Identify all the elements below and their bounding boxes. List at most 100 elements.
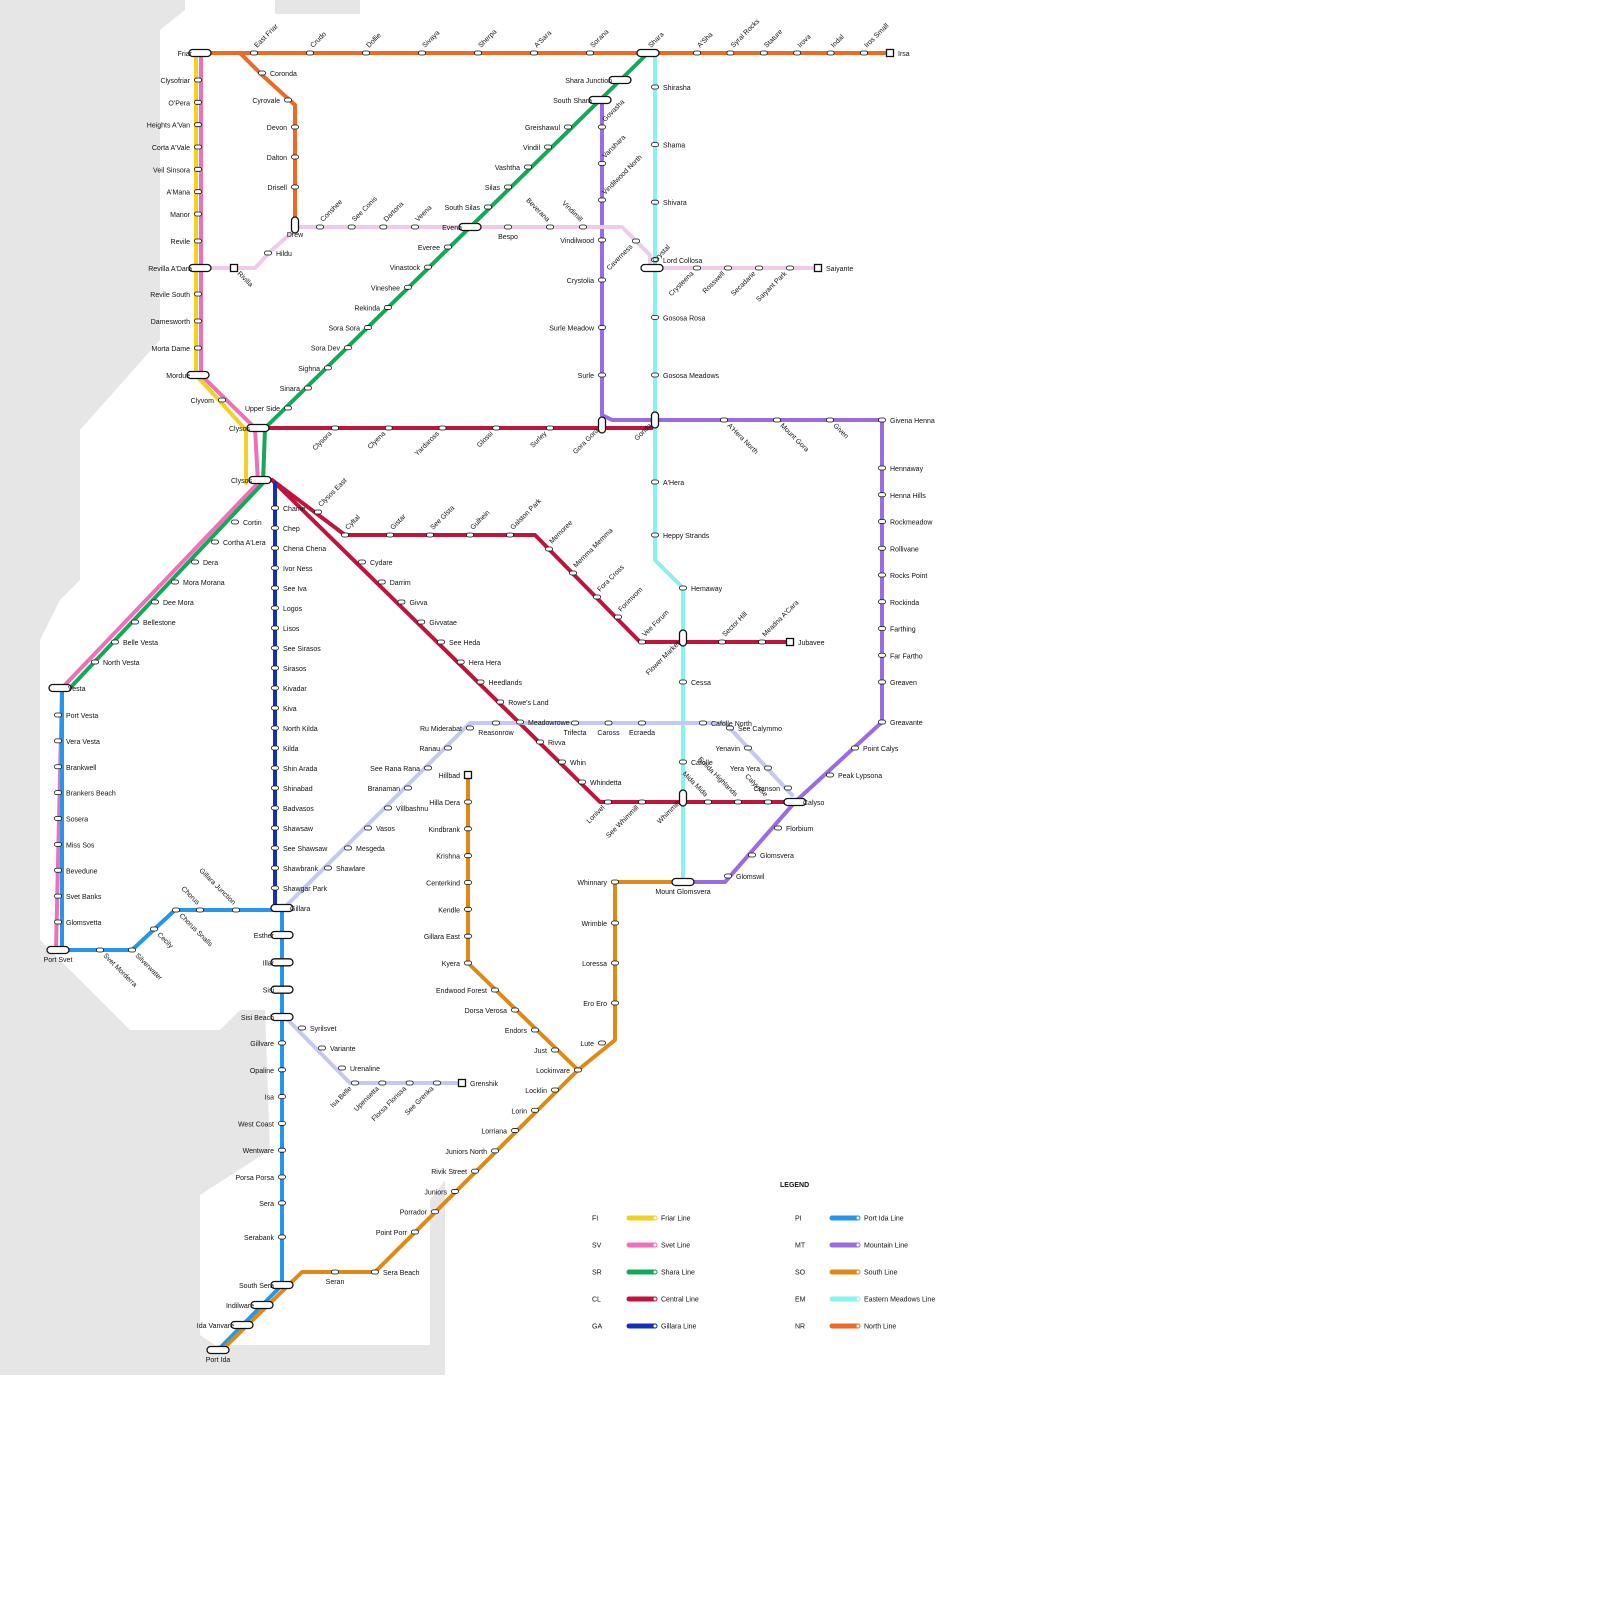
station-marker[interactable]: [426, 532, 434, 538]
interchange-marker[interactable]: [783, 797, 807, 807]
station-marker[interactable]: [344, 345, 352, 351]
interchange-marker[interactable]: [270, 930, 294, 940]
station-marker[interactable]: [466, 532, 474, 538]
station-marker[interactable]: [651, 199, 659, 205]
station-marker[interactable]: [417, 619, 426, 625]
station-marker[interactable]: [564, 124, 572, 130]
station-marker[interactable]: [598, 1040, 606, 1046]
station-marker[interactable]: [194, 99, 202, 105]
station-marker[interactable]: [271, 525, 279, 531]
station-marker[interactable]: [569, 570, 577, 576]
station-marker[interactable]: [651, 142, 659, 148]
station-marker[interactable]: [524, 164, 532, 170]
station-marker[interactable]: [651, 372, 659, 378]
station-marker[interactable]: [411, 1229, 419, 1235]
station-marker[interactable]: [271, 685, 279, 691]
interchange-marker[interactable]: [636, 48, 660, 58]
station-marker[interactable]: [379, 224, 388, 230]
station-marker[interactable]: [371, 1269, 379, 1275]
station-marker[interactable]: [726, 725, 734, 731]
station-marker[interactable]: [96, 947, 104, 953]
station-marker[interactable]: [793, 50, 802, 56]
interchange-marker[interactable]: [608, 75, 632, 85]
station-marker[interactable]: [496, 699, 505, 705]
station-marker[interactable]: [54, 893, 62, 899]
station-marker[interactable]: [598, 161, 606, 166]
station-marker[interactable]: [878, 626, 886, 631]
station-marker[interactable]: [679, 759, 687, 765]
station-marker[interactable]: [579, 224, 587, 230]
station-marker[interactable]: [759, 50, 768, 56]
station-marker[interactable]: [651, 257, 659, 263]
station-marker[interactable]: [464, 826, 472, 832]
station-marker[interactable]: [878, 492, 886, 498]
station-marker[interactable]: [611, 920, 619, 926]
station-marker[interactable]: [438, 425, 447, 431]
station-marker[interactable]: [464, 880, 472, 885]
station-marker[interactable]: [378, 1080, 387, 1086]
station-marker[interactable]: [271, 645, 279, 651]
station-marker[interactable]: [693, 50, 701, 56]
interchange-marker[interactable]: [246, 423, 270, 433]
station-marker[interactable]: [172, 907, 180, 913]
interchange-marker[interactable]: [597, 416, 607, 434]
station-marker[interactable]: [651, 84, 659, 90]
station-marker[interactable]: [54, 712, 62, 718]
station-marker[interactable]: [551, 1047, 559, 1053]
station-marker[interactable]: [851, 745, 859, 751]
station-marker[interactable]: [586, 50, 594, 56]
station-marker[interactable]: [693, 265, 701, 271]
station-marker[interactable]: [598, 325, 606, 330]
station-marker[interactable]: [784, 785, 792, 791]
station-marker[interactable]: [291, 154, 299, 160]
station-marker[interactable]: [386, 532, 394, 538]
station-marker[interactable]: [424, 264, 432, 270]
station-marker[interactable]: [860, 50, 868, 56]
station-marker[interactable]: [704, 799, 712, 805]
station-marker[interactable]: [271, 785, 279, 791]
station-marker[interactable]: [744, 745, 752, 751]
station-marker[interactable]: [54, 816, 62, 821]
station-marker[interactable]: [411, 224, 419, 230]
station-marker[interactable]: [598, 237, 606, 243]
station-marker[interactable]: [54, 867, 62, 873]
terminus-marker[interactable]: [229, 263, 239, 273]
station-marker[interactable]: [724, 265, 732, 271]
station-marker[interactable]: [558, 759, 566, 765]
station-marker[interactable]: [464, 853, 472, 859]
station-marker[interactable]: [531, 1107, 539, 1113]
station-marker[interactable]: [218, 397, 226, 403]
station-marker[interactable]: [734, 799, 742, 805]
station-marker[interactable]: [471, 1168, 479, 1174]
station-marker[interactable]: [878, 679, 886, 685]
station-marker[interactable]: [284, 97, 292, 103]
station-marker[interactable]: [291, 184, 299, 190]
station-marker[interactable]: [571, 720, 579, 726]
station-marker[interactable]: [364, 325, 372, 330]
station-marker[interactable]: [826, 50, 835, 56]
station-marker[interactable]: [598, 197, 606, 203]
station-marker[interactable]: [271, 725, 279, 731]
station-marker[interactable]: [484, 204, 492, 210]
interchange-marker[interactable]: [48, 683, 72, 693]
station-marker[interactable]: [324, 365, 332, 371]
station-marker[interactable]: [578, 779, 586, 785]
station-marker[interactable]: [278, 1200, 286, 1206]
station-marker[interactable]: [278, 1174, 286, 1180]
station-marker[interactable]: [324, 865, 332, 871]
station-marker[interactable]: [826, 772, 834, 778]
station-marker[interactable]: [278, 1147, 286, 1153]
station-marker[interactable]: [250, 50, 258, 56]
interchange-marker[interactable]: [640, 263, 664, 273]
interchange-marker[interactable]: [270, 985, 294, 994]
station-marker[interactable]: [384, 425, 393, 431]
station-marker[interactable]: [194, 189, 202, 195]
station-marker[interactable]: [476, 679, 485, 685]
station-marker[interactable]: [278, 1067, 286, 1073]
station-marker[interactable]: [131, 619, 139, 625]
station-marker[interactable]: [544, 144, 552, 150]
station-marker[interactable]: [306, 50, 314, 56]
interchange-marker[interactable]: [230, 1320, 254, 1330]
station-marker[interactable]: [314, 509, 322, 515]
station-marker[interactable]: [151, 599, 159, 605]
